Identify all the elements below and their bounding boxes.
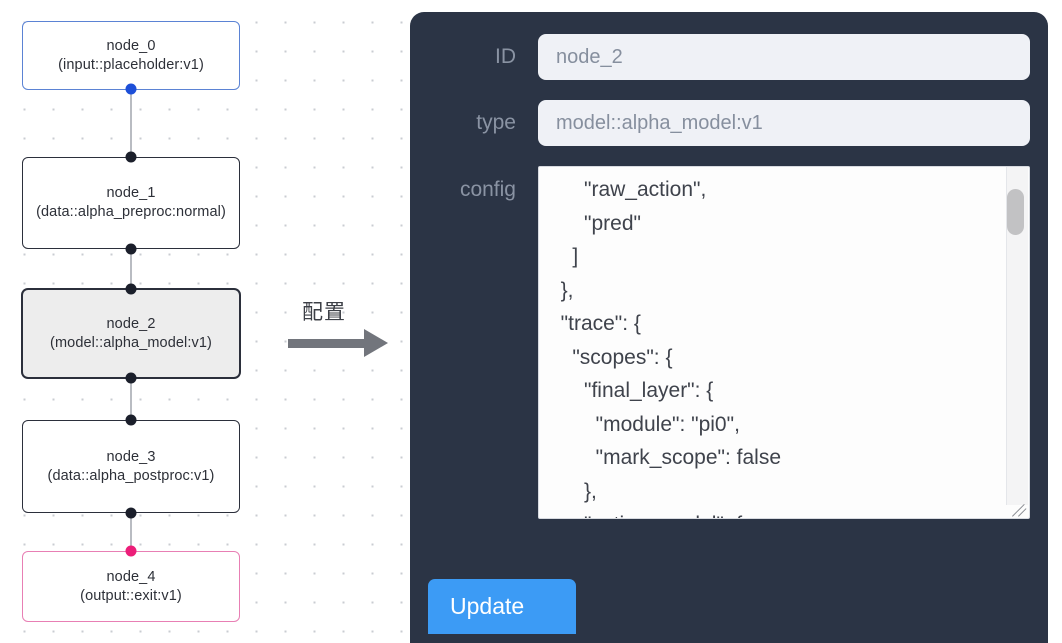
graph-node-node_4[interactable]: node_4(output::exit:v1) [22,551,240,622]
graph-node-node_0[interactable]: node_0(input::placeholder:v1) [22,21,240,90]
arrow-head-icon [364,329,388,357]
field-row-config: config [428,166,1030,519]
node-handle-node_2-source[interactable] [125,372,137,384]
node-handle-node_1-source[interactable] [125,243,137,255]
node-handle-node_1-target[interactable] [125,151,137,163]
update-button[interactable]: Update [428,579,576,634]
id-input[interactable] [538,34,1030,80]
id-field-label: ID [495,45,516,68]
config-scrollbar-thumb[interactable] [1007,189,1024,235]
node-label-node_3: node_3(data::alpha_postproc:v1) [47,448,215,484]
node-handle-node_3-source[interactable] [125,507,137,519]
arrow-caption: 配置 [302,300,346,324]
edge-node3-node4 [130,512,132,550]
edge-node1-node2 [130,248,132,289]
node-label-node_4: node_4(output::exit:v1) [80,568,182,604]
node-handle-node_2-target[interactable] [125,283,137,295]
config-scrollbar[interactable] [1006,167,1028,505]
type-input[interactable] [538,100,1030,146]
node-label-node_0: node_0(input::placeholder:v1) [58,37,204,73]
config-textarea[interactable] [538,166,1030,519]
transition-arrow: 配置 [288,296,398,366]
config-field-label: config [459,178,516,201]
node-handle-node_0-source[interactable] [125,83,137,95]
node-config-panel: ID type config Update [410,12,1048,643]
graph-node-node_1[interactable]: node_1(data::alpha_preproc:normal) [22,157,240,249]
edge-node2-node3 [130,377,132,418]
field-row-type: type [428,100,1030,146]
node-handle-node_3-target[interactable] [125,414,137,426]
node-label-node_2: node_2(model::alpha_model:v1) [50,315,212,351]
node-label-node_1: node_1(data::alpha_preproc:normal) [36,185,226,220]
edge-node0-node1 [130,89,132,157]
type-field-label: type [476,111,516,134]
arrow-shaft [288,339,366,348]
node-handle-node_4-target[interactable] [125,545,137,557]
graph-node-node_2[interactable]: node_2(model::alpha_model:v1) [22,289,240,378]
config-textarea-wrapper [538,166,1030,519]
field-row-id: ID [428,34,1030,80]
graph-node-node_3[interactable]: node_3(data::alpha_postproc:v1) [22,420,240,513]
